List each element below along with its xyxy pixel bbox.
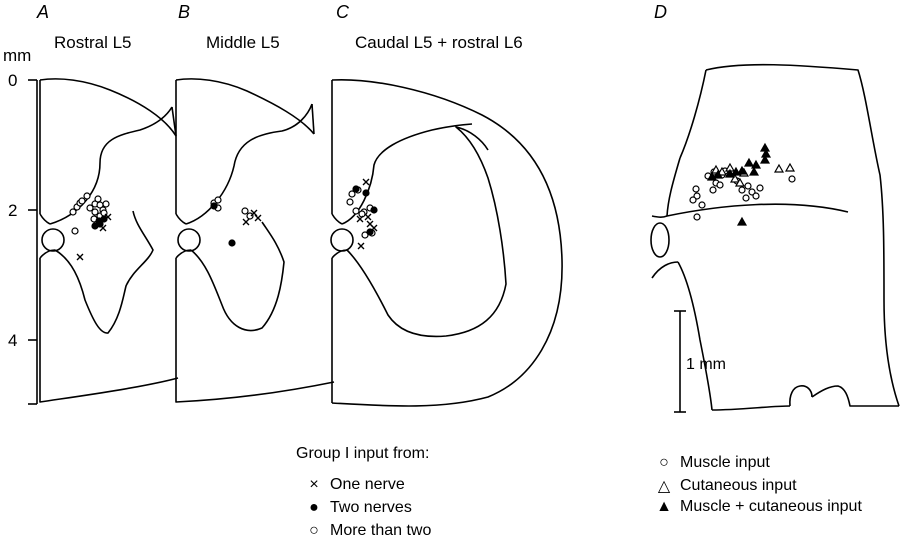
depth-tick-0: 0 <box>8 72 17 89</box>
open-circle-marker <box>215 197 221 203</box>
legend-item-two-nerves: ● Two nerves <box>304 499 412 517</box>
open-circle-marker <box>72 228 78 234</box>
panel-a-title: Rostral L5 <box>54 34 131 51</box>
open-circle-marker <box>699 202 705 208</box>
panel-c-section <box>331 80 562 406</box>
cross-icon: × <box>304 476 324 494</box>
open-circle-marker <box>79 198 85 204</box>
panel-a-letter: A <box>37 3 49 21</box>
legend-item-label: Cutaneous input <box>680 477 797 495</box>
depth-unit-label: mm <box>3 47 31 64</box>
one-nerve-marker <box>255 215 261 221</box>
panel-c-letter: C <box>336 3 349 21</box>
open-circle-icon: ○ <box>304 522 324 540</box>
open-circle-marker <box>717 182 723 188</box>
depth-axis <box>28 80 37 404</box>
open-circle-marker <box>745 183 751 189</box>
open-circle-marker <box>710 187 716 193</box>
legend-item-label: One nerve <box>330 476 405 494</box>
open-circle-marker <box>247 213 253 219</box>
open-circle-marker <box>95 196 101 202</box>
open-circle-marker <box>347 199 353 205</box>
open-circle-marker <box>739 187 745 193</box>
depth-tick-2: 2 <box>8 202 17 219</box>
open-circle-marker <box>353 208 359 214</box>
two-nerves-marker <box>92 223 98 229</box>
open-circle-marker <box>789 176 795 182</box>
two-nerves-marker <box>211 203 217 209</box>
one-nerve-marker <box>363 179 369 185</box>
muscle-cutaneous-marker <box>745 159 753 166</box>
legend-item-muscle-cutaneous-input: ▲ Muscle + cutaneous input <box>654 498 862 516</box>
cutaneous-marker <box>786 164 794 171</box>
open-circle-marker <box>103 201 109 207</box>
muscle-cutaneous-marker <box>750 168 758 175</box>
muscle-cutaneous-marker <box>738 218 746 225</box>
open-circle-marker <box>693 186 699 192</box>
filled-circle-icon: ● <box>304 499 324 517</box>
scale-bar <box>674 311 686 412</box>
filled-triangle-icon: ▲ <box>654 498 674 516</box>
legend-item-more-than-two: ○ More than two <box>304 522 431 540</box>
panel-b-title: Middle L5 <box>206 34 280 51</box>
legend-item-muscle-input: ○ Muscle input <box>654 454 770 472</box>
legend-left-title: Group I input from: <box>296 446 429 462</box>
open-triangle-icon: △ <box>654 476 674 496</box>
panel-a-section <box>40 79 178 402</box>
panel-b-letter: B <box>178 3 190 21</box>
legend-item-label: Muscle + cutaneous input <box>680 498 862 516</box>
muscle-cutaneous-marker <box>752 161 760 168</box>
legend-item-label: Muscle input <box>680 454 770 472</box>
depth-tick-4: 4 <box>8 332 17 349</box>
open-circle-marker <box>757 185 763 191</box>
legend-item-one-nerve: × One nerve <box>304 476 405 494</box>
open-circle-marker <box>743 195 749 201</box>
legend-item-label: More than two <box>330 522 431 540</box>
two-nerves-marker <box>371 207 377 213</box>
open-circle-marker <box>87 205 93 211</box>
panel-d-letter: D <box>654 3 667 21</box>
legend-item-label: Two nerves <box>330 499 412 517</box>
open-circle-icon: ○ <box>654 454 674 472</box>
panel-b-section <box>176 79 334 402</box>
open-circle-marker <box>694 214 700 220</box>
legend-item-cutaneous-input: △ Cutaneous input <box>654 476 797 496</box>
two-nerves-marker <box>353 186 359 192</box>
panel-c-title: Caudal L5 + rostral L6 <box>355 34 523 51</box>
one-nerve-marker <box>358 243 364 249</box>
two-nerves-marker <box>363 190 369 196</box>
one-nerve-marker <box>77 254 83 260</box>
one-nerve-marker <box>365 214 371 220</box>
muscle-cutaneous-marker <box>761 144 769 151</box>
open-circle-marker <box>690 197 696 203</box>
open-circle-marker <box>84 193 90 199</box>
cutaneous-marker <box>775 165 783 172</box>
scale-bar-label: 1 mm <box>686 357 726 373</box>
one-nerve-marker <box>243 219 249 225</box>
two-nerves-marker <box>229 240 235 246</box>
open-circle-marker <box>753 193 759 199</box>
open-circle-marker <box>242 208 248 214</box>
